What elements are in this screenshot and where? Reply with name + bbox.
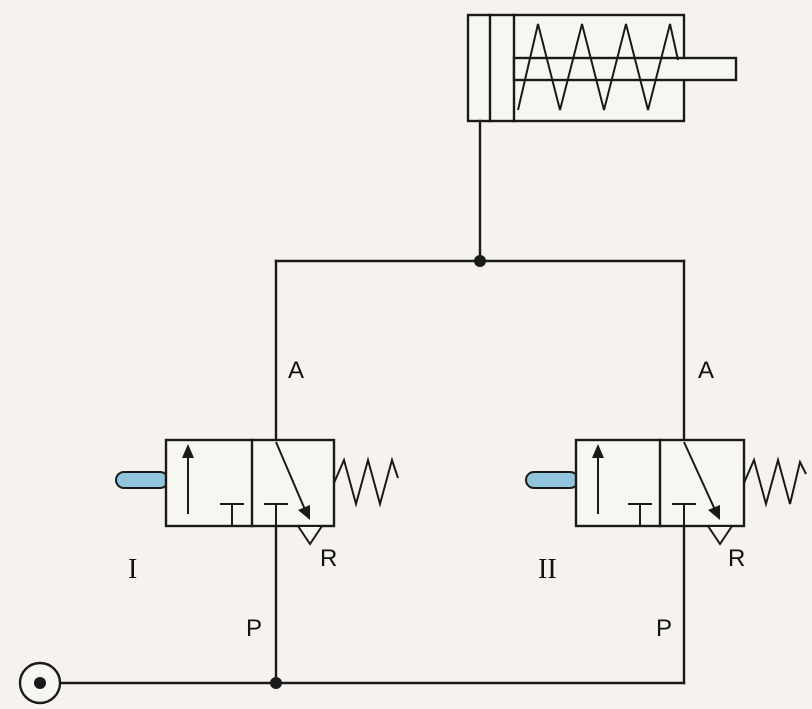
valve2-exhaust-icon: [706, 525, 734, 546]
valve1-id-label: I: [128, 554, 137, 585]
valve2-port-p-label: P: [656, 615, 672, 642]
valve2-port-r-label: R: [728, 545, 745, 572]
diagram-labels: A R P I A R P II: [128, 357, 745, 642]
single-acting-cylinder: [466, 13, 738, 123]
valve1-exhaust-icon: [296, 525, 324, 546]
valve2-flow-arrow-diag: [683, 441, 717, 513]
valve1-arrow-head-diag: [298, 505, 310, 520]
valve2-arrow-head-up: [592, 444, 604, 458]
valve2-spring-icon: [743, 456, 807, 508]
valve-2: [525, 438, 807, 546]
junction-dot-bottom: [270, 677, 282, 689]
pressure-source-center: [34, 677, 46, 689]
valve1-flow-arrow-diag: [275, 441, 307, 513]
valve1-pushbutton-plunger: [115, 471, 169, 489]
valve1-port-a-label: A: [288, 357, 304, 384]
valve2-pushbutton-plunger: [525, 471, 579, 489]
valve1-arrow-head-up: [182, 444, 194, 458]
valve1-port-p-label: P: [246, 615, 262, 642]
valve2-port-a-label: A: [698, 357, 714, 384]
return-spring-icon: [517, 23, 679, 111]
circuit-lines: [58, 119, 686, 689]
valve1-port-r-label: R: [320, 545, 337, 572]
valve2-id-label: II: [538, 554, 557, 585]
valve2-arrow-head-diag: [708, 505, 720, 520]
junction-dot-top: [474, 255, 486, 267]
valve1-spring-icon: [333, 456, 399, 508]
pressure-source-icon: [18, 661, 62, 705]
valve-1: [115, 438, 399, 546]
